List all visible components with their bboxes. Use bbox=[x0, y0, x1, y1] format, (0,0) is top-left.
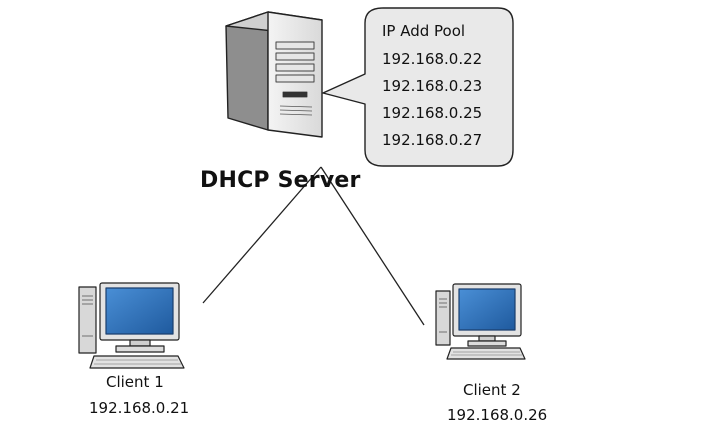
client-2-computer-icon bbox=[435, 283, 526, 360]
server-tower-icon bbox=[225, 11, 323, 138]
client-1-ip: 192.168.0.21 bbox=[89, 399, 190, 417]
client-2-ip: 192.168.0.26 bbox=[447, 406, 548, 424]
link-server-client1 bbox=[202, 166, 322, 304]
client-1-name: Client 1 bbox=[106, 373, 164, 391]
ip-pool-address: 192.168.0.23 bbox=[382, 77, 483, 95]
ip-pool-address: 192.168.0.22 bbox=[382, 50, 483, 68]
ip-pool-title: IP Add Pool bbox=[382, 22, 466, 40]
client-2-name: Client 2 bbox=[463, 381, 521, 399]
client-1-computer-icon bbox=[78, 282, 185, 369]
ip-pool-bubble bbox=[322, 7, 514, 167]
ip-pool-address: 192.168.0.25 bbox=[382, 104, 483, 122]
connection-lines bbox=[202, 166, 425, 326]
ip-pool-address: 192.168.0.27 bbox=[382, 131, 483, 149]
link-server-client2 bbox=[320, 166, 425, 326]
server-label: DHCP Server bbox=[200, 168, 361, 193]
